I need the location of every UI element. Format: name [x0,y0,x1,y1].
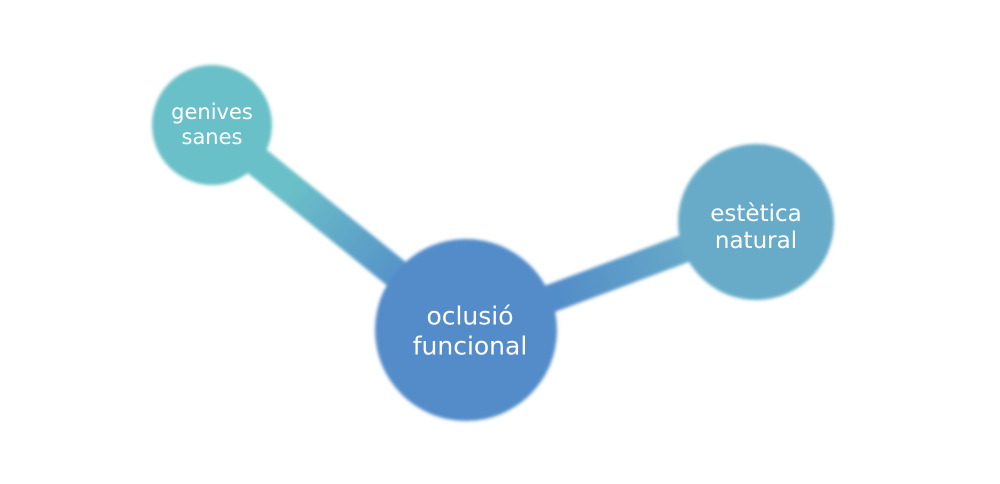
node-occlusion-line2: funcional [412,331,528,360]
node-aesthetic-line1: estètica [710,200,802,227]
node-aesthetic-label: estètica natural [710,201,801,255]
node-occlusion [375,239,557,421]
node-gums [152,65,272,185]
node-occlusion-label: oclusió funcional [413,302,528,361]
node-aesthetic-line2: natural [714,228,798,254]
node-aesthetic [678,144,834,300]
node-gums-label: genives sanes [171,100,253,150]
node-gums-line1: genives [171,100,253,125]
node-occlusion-line1: oclusió [426,301,514,331]
node-gums-line2: sanes [181,125,243,149]
